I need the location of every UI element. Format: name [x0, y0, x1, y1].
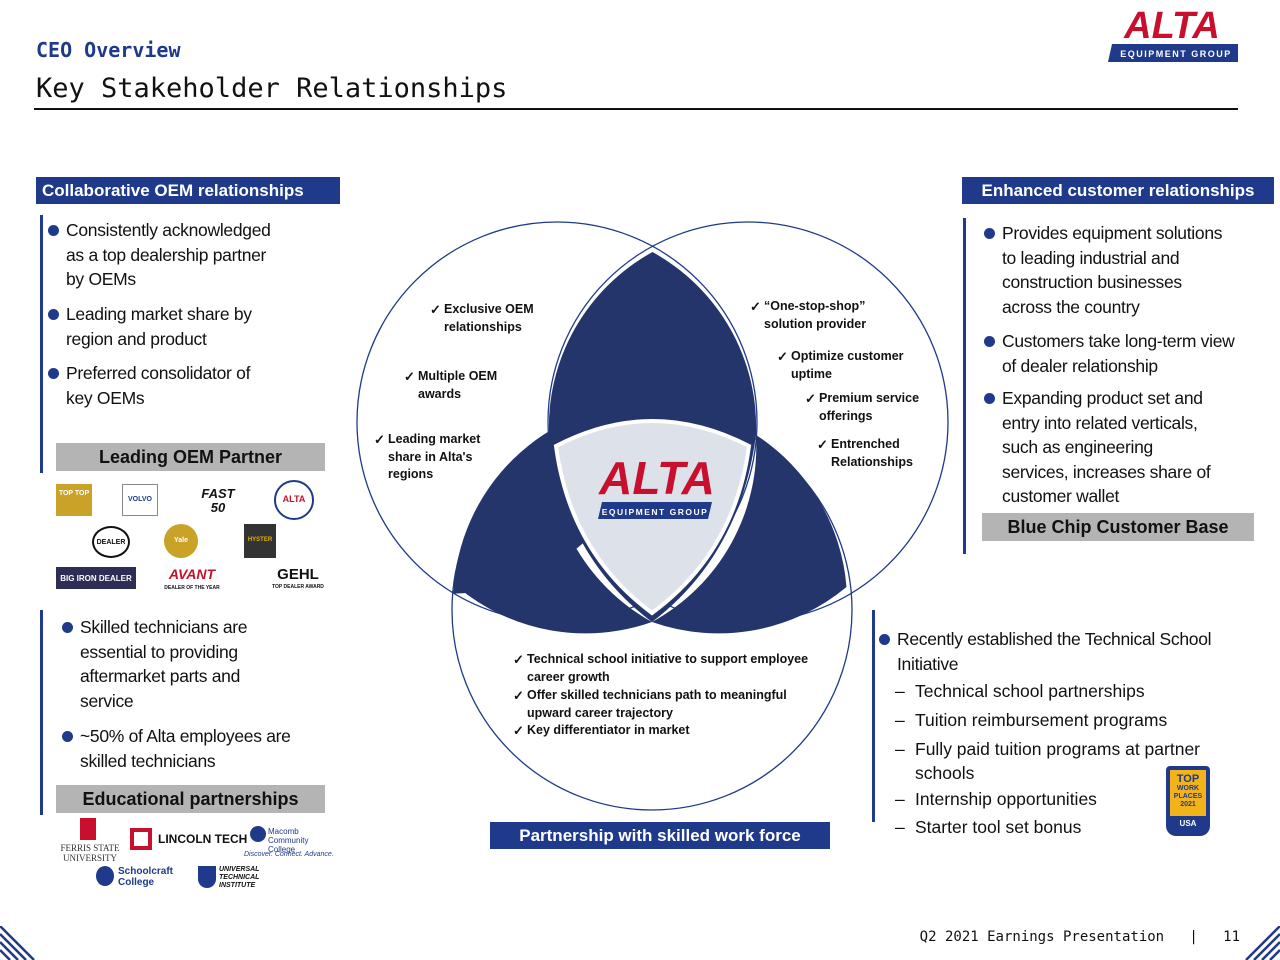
venn-overlap-right [652, 435, 847, 634]
education-accent-bar [40, 610, 43, 815]
venn-check-career-path: ✓Offer skilled technicians path to meani… [513, 688, 787, 720]
alta-logo: ALTA EQUIPMENT GROUP [1108, 5, 1238, 64]
footer-separator: | [1189, 929, 1198, 945]
top-workplaces-award: TOP WORK PLACES 2021 USA [1166, 766, 1210, 836]
oem-partner-label: Leading OEM Partner [56, 443, 325, 471]
ferris-mark [80, 818, 96, 840]
venn-check-one-stop-shop: ✓“One-stop-shop”solution provider [750, 299, 867, 331]
oem-heading: Collaborative OEM relationships [36, 177, 340, 204]
title-rule [34, 108, 1238, 110]
ferris-state-logo: FERRIS STATE UNIVERSITY [60, 843, 120, 863]
initiative-item-1: –Technical school partnerships [895, 681, 1145, 701]
initiative-item-2: –Tuition reimbursement programs [895, 710, 1168, 730]
blue-chip-label: Blue Chip Customer Base [982, 513, 1254, 541]
uti-logo: UNIVERSAL TECHNICAL INSTITUTE [219, 866, 260, 889]
big-iron-dealer-badge: BIG IRON DEALER [56, 567, 136, 589]
corner-decoration-right [1245, 926, 1280, 960]
gehl-badge: GEHL [277, 566, 319, 583]
lincoln-tech-logo: LINCOLN TECH [158, 832, 248, 846]
page-number: 11 [1223, 929, 1240, 945]
gehl-caption: TOP DEALER AWARD [272, 584, 324, 590]
uti-mark [198, 866, 216, 888]
corner-decoration-left [0, 926, 35, 960]
macomb-mark [250, 826, 266, 842]
initiative-lead: Recently established the Technical Schoo… [879, 627, 1212, 676]
section-eyebrow: CEO Overview [36, 38, 181, 62]
hyster-badge: HYSTER [244, 524, 276, 558]
schoolcraft-logo: Schoolcraft College [118, 866, 174, 888]
initiative-item-4: –Internship opportunities [895, 789, 1097, 809]
initiative-accent-bar [872, 610, 875, 822]
oem-accent-bar [40, 215, 43, 473]
fast50-badge: FAST 50 [201, 486, 235, 515]
lincoln-tech-mark [130, 828, 152, 850]
center-logo-wordmark: ALTA [598, 452, 715, 504]
avant-badge: AVANT [168, 566, 216, 582]
page-title: Key Stakeholder Relationships [36, 73, 508, 104]
logo-subtitle: EQUIPMENT GROUP [1120, 49, 1232, 59]
top-award-badge: TOP TOP [56, 484, 92, 516]
macomb-tagline: Discover. Connect. Advance. [244, 851, 334, 858]
customer-heading: Enhanced customer relationships [962, 177, 1274, 204]
center-logo-subtitle: EQUIPMENT GROUP [602, 507, 709, 517]
footer: Q2 2021 Earnings Presentation | 11 [920, 929, 1240, 945]
venn-check-technical-school: ✓Technical school initiative to support … [513, 652, 809, 684]
dealer-badge: DEALER [92, 526, 130, 558]
macomb-logo: Macomb Community College [268, 827, 309, 854]
footer-text: Q2 2021 Earnings Presentation [919, 929, 1165, 945]
yale-badge: Yale [164, 524, 198, 558]
initiative-item-5: –Starter tool set bonus [895, 817, 1082, 837]
alta-seal-badge: ALTA [274, 480, 314, 520]
schoolcraft-mark [96, 866, 114, 886]
educational-partnerships-label: Educational partnerships [56, 785, 325, 813]
customer-accent-bar [963, 218, 966, 554]
workforce-label: Partnership with skilled work force [490, 822, 830, 849]
avant-caption: DEALER OF THE YEAR [164, 585, 220, 591]
venn-check-differentiator: ✓Key differentiator in market [513, 723, 690, 738]
volvo-badge: VOLVO [122, 484, 158, 516]
venn-overlap-left [457, 435, 652, 634]
logo-wordmark: ALTA [1123, 6, 1220, 47]
